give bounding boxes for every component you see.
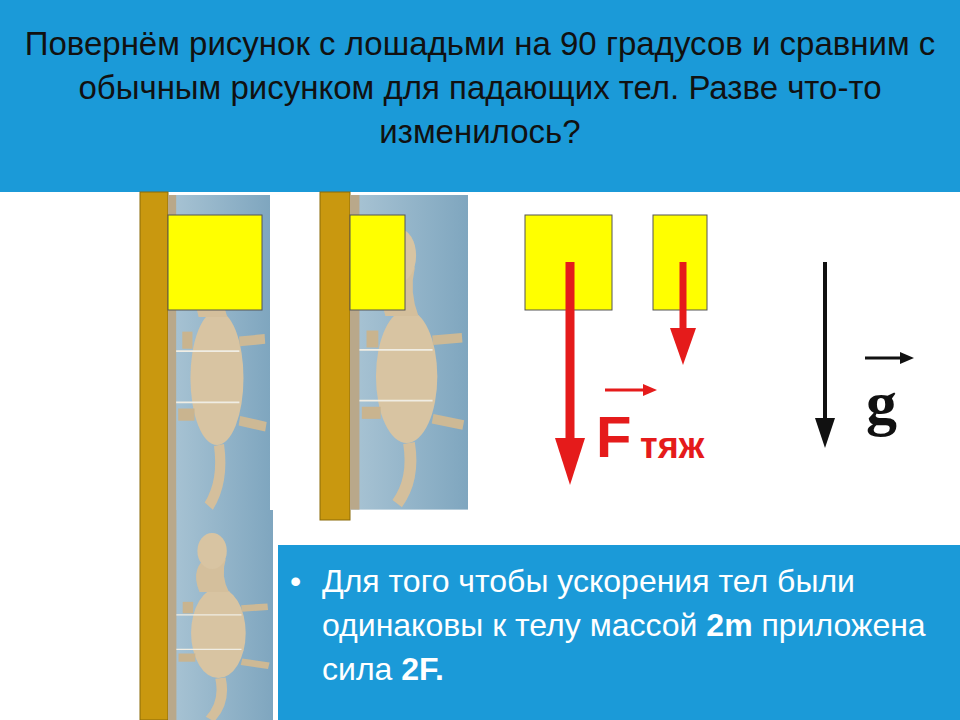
force-subscript: тяж: [640, 428, 704, 464]
force-symbol: F: [596, 408, 631, 466]
text-body: •Для того чтобы ускорения тел были одина…: [322, 559, 940, 691]
body-text: 2m: [706, 607, 752, 643]
text-box: •Для того чтобы ускорения тел были одина…: [278, 545, 960, 720]
slide-title: Повернём рисунок с лошадьми на 90 градус…: [15, 22, 945, 154]
body-text: 2F.: [401, 651, 444, 687]
bullet: •: [290, 559, 301, 603]
gravity-symbol: g: [866, 372, 897, 434]
